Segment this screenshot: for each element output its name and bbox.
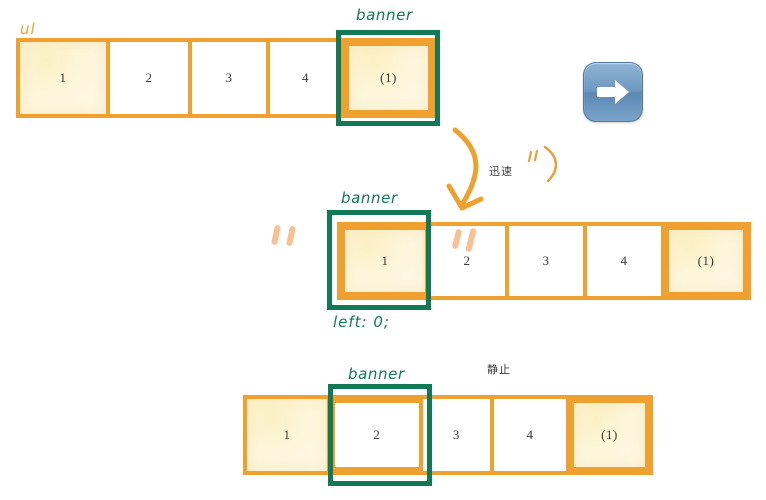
curved-down-arrow-stroke <box>452 127 479 206</box>
motion-tick-icon <box>270 224 282 246</box>
list-item-label: 2 <box>145 70 153 85</box>
list-item-label: 3 <box>542 253 550 268</box>
banner-outline-row2[interactable] <box>327 210 431 310</box>
list-item-label: 4 <box>302 70 309 85</box>
tick-squiggle-b <box>533 149 539 162</box>
list-item-clone[interactable]: (1) <box>569 399 649 471</box>
curved-down-arrow-head <box>446 183 484 211</box>
banner-label-row3: banner <box>348 365 405 383</box>
list-item-label: 3 <box>452 427 460 442</box>
list-item-label: 1 <box>381 253 389 268</box>
list-item-label: (1) <box>697 253 715 268</box>
list-item-label: 4 <box>620 253 628 268</box>
list-item-clone[interactable]: (1) <box>345 42 432 114</box>
list-item-label: 1 <box>283 427 291 442</box>
list-item[interactable]: 4 <box>493 399 570 471</box>
right-arrow-icon <box>597 80 629 104</box>
banner-label-row2: banner <box>341 189 398 207</box>
motion-note: 迅速 <box>489 165 513 178</box>
list-item-label: (1) <box>601 427 618 442</box>
banner-label-row1: banner <box>356 6 413 24</box>
list-item-label: 1 <box>59 70 67 85</box>
banner-outline-row3[interactable] <box>328 384 432 486</box>
css-left-note: left: 0; <box>333 313 390 331</box>
banner-outline-row1[interactable] <box>336 30 440 126</box>
list-item[interactable]: 3 <box>509 226 587 296</box>
list-item-label: 3 <box>225 70 233 85</box>
list-item[interactable]: 1 <box>20 42 110 114</box>
state-note: 静止 <box>487 363 511 376</box>
list-item-clone[interactable]: (1) <box>665 226 747 296</box>
list-item[interactable]: 3 <box>422 399 494 471</box>
tick-squiggle-a <box>527 150 533 163</box>
right-arrow-button[interactable] <box>583 62 643 122</box>
list-item[interactable]: 3 <box>192 42 270 114</box>
ul-row-rest: 1 2 3 4 (1) <box>243 395 653 475</box>
list-item[interactable]: 1 <box>247 399 331 471</box>
list-item-label: 2 <box>373 427 381 442</box>
ul-row-initial: 1 2 3 4 (1) <box>16 38 436 118</box>
list-item[interactable]: 2 <box>110 42 192 114</box>
list-item-label: (1) <box>380 70 397 85</box>
list-item[interactable]: 4 <box>587 226 665 296</box>
motion-tick-icon <box>285 225 297 247</box>
ul-label-row1: ul <box>20 20 36 38</box>
list-item-label: 2 <box>463 253 471 268</box>
paren-squiggle <box>543 145 558 183</box>
list-item-label: 4 <box>526 427 534 442</box>
list-item[interactable]: 4 <box>270 42 345 114</box>
